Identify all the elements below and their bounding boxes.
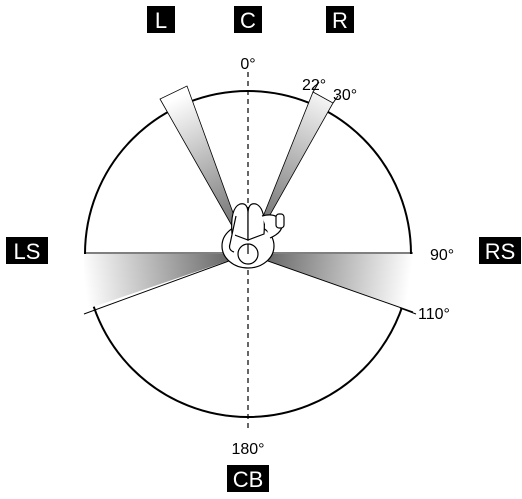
angle-180: 180°	[231, 441, 264, 458]
left-speaker-wedge	[159, 85, 249, 255]
left-surround-wedge	[84, 254, 248, 310]
angle-90: 90°	[430, 247, 454, 264]
angle-30: 30°	[333, 87, 357, 104]
speaker-r: R	[326, 6, 354, 33]
speaker-cb: CB	[227, 465, 269, 492]
right-surround-edge	[247, 253, 414, 313]
leader-30	[332, 95, 339, 104]
svg-text:LS: LS	[14, 239, 41, 264]
leader-110	[399, 307, 417, 315]
svg-text:C: C	[240, 8, 256, 33]
speaker-l: L	[147, 6, 175, 33]
speaker-ls: LS	[6, 237, 48, 264]
speaker-c: C	[234, 6, 262, 33]
listener-icon	[221, 203, 285, 269]
angle-110: 110°	[418, 306, 450, 323]
leader-22	[312, 81, 320, 93]
angle-0: 0°	[240, 56, 255, 73]
speaker-rs: RS	[479, 237, 521, 264]
svg-text:R: R	[332, 8, 348, 33]
right-speaker-wedge	[247, 91, 334, 255]
svg-text:L: L	[155, 8, 167, 33]
angle-22: 22°	[302, 77, 326, 94]
left-surround-edge	[83, 253, 249, 315]
svg-text:RS: RS	[485, 239, 516, 264]
svg-text:CB: CB	[233, 467, 264, 492]
